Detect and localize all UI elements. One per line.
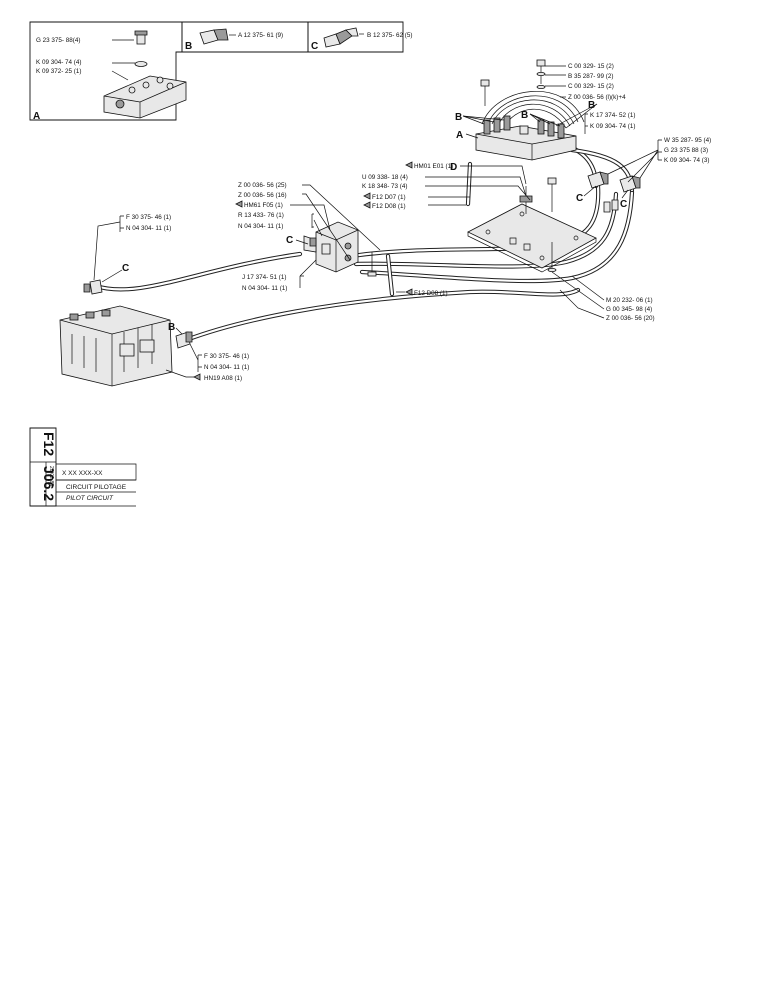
reference-code: X XX XXX-XX	[62, 470, 103, 477]
letter-markers: B A B B D C C B C C	[122, 100, 627, 333]
ref-arrow-icon	[193, 373, 201, 381]
marker-b-right: B	[588, 100, 595, 111]
callout-f12-d07: F12 D07 (1)	[372, 194, 406, 201]
title-french: CIRCUIT PILOTAGE	[66, 484, 127, 491]
callout-f12-d08-bottom: F12 D08 (1)	[414, 290, 448, 297]
callout-n-04-304-11-d: N 04 304- 11 (1)	[204, 364, 249, 371]
callout-w-35-287-95: W 35 287- 95 (4)	[664, 137, 711, 144]
inset-c-letter: C	[311, 41, 318, 52]
callout-z-00-036-56-20: Z 00 036- 56 (20)	[606, 315, 655, 322]
callout-b-35-287-99: B 35 287- 99 (2)	[568, 73, 614, 80]
callout-hm01-e01: HM01 E01 (1)	[414, 163, 453, 170]
callout-u-09-338-18: U 09 338- 18 (4)	[362, 174, 408, 181]
callout-n-04-304-11-b: N 04 304- 11 (1)	[126, 225, 171, 232]
inset-a-letter: A	[33, 111, 40, 122]
inset-a: A G 23 375- 88(4) K 09 304- 74 (4) K 09 …	[29, 21, 187, 122]
fitting-b-straight	[199, 28, 229, 45]
marker-a-left: A	[456, 130, 463, 141]
title-english: PILOT CIRCUIT	[66, 495, 114, 502]
page-code: J06.2	[41, 466, 57, 501]
right-fittings	[587, 171, 641, 213]
center-junction-block	[303, 221, 377, 277]
callout-z-00-036-56-16: Z 00 036- 56 (16)	[238, 192, 287, 199]
callout-k-09-372-25-1: K 09 372- 25 (1)	[36, 68, 82, 75]
title-block: F12 J06.2 28-02-85 X XX XXX-XX CIRCUIT P…	[29, 427, 137, 507]
ref-arrow-icon	[363, 201, 371, 209]
distributor-valve	[59, 279, 193, 387]
callout-r-13-433-76: R 13 433- 76 (1)	[238, 212, 284, 219]
manifold-block-a	[103, 75, 187, 119]
section-code: F12	[41, 432, 57, 456]
callouts: C 00 329- 15 (2) B 35 287- 99 (2) C 00 3…	[126, 63, 711, 382]
marker-d: D	[450, 162, 457, 173]
callout-hm61-f05: HM61 F05 (1)	[244, 202, 283, 209]
callout-g-23-375-88-3: G 23 375 88 (3)	[664, 147, 708, 154]
mounting-plate	[467, 177, 597, 273]
callout-b-12-375-62-5: B 12 375- 62 (5)	[367, 32, 413, 39]
revision-date: 28-02-85	[48, 466, 54, 486]
callout-hn19-a08: HN19 A08 (1)	[204, 375, 242, 382]
leader-lines	[93, 65, 662, 378]
callout-k-17-374-52: K 17 374- 52 (1)	[590, 112, 636, 119]
marker-c-valve: C	[286, 235, 293, 246]
callout-c-00-329-15-a: C 00 329- 15 (2)	[568, 63, 614, 70]
ref-arrow-icon	[405, 288, 413, 296]
marker-c-right2: C	[620, 199, 627, 210]
callout-z-00-036-56-25: Z 00 036- 56 (25)	[238, 182, 287, 189]
ref-arrow-icon	[235, 200, 243, 208]
callout-z-00-036-56-lk: Z 00 036- 56 (l)(k)+4	[568, 94, 626, 101]
ref-arrow-icon	[363, 192, 371, 200]
ref-arrow-icon	[405, 161, 413, 169]
callout-k-09-304-74-4: K 09 304- 74 (4)	[36, 59, 82, 66]
callout-c-00-329-15-b: C 00 329- 15 (2)	[568, 83, 614, 90]
inset-b-letter: B	[185, 41, 192, 52]
marker-c-right1: C	[576, 193, 583, 204]
callout-a-12-375-61-9: A 12 375- 61 (9)	[238, 32, 283, 39]
callout-k-18-348-73: K 18 348- 73 (4)	[362, 183, 408, 190]
inset-b: B A 12 375- 61 (9)	[181, 21, 309, 53]
fitting-g-a	[134, 30, 148, 45]
callout-f-30-375-46-b: F 30 375- 46 (1)	[204, 353, 249, 360]
callout-g-00-345-98: G 00 345- 98 (4)	[606, 306, 652, 313]
marker-b-left: B	[455, 112, 462, 123]
callout-n-04-304-11-a: N 04 304- 11 (1)	[238, 223, 283, 230]
pilot-valve-block	[475, 115, 577, 161]
washer-k-a	[134, 61, 148, 67]
marker-b-valve: B	[168, 322, 175, 333]
callout-f-30-375-46-a: F 30 375- 46 (1)	[126, 214, 171, 221]
marker-b-mid: B	[521, 110, 528, 121]
callout-k-09-304-74-1: K 09 304- 74 (1)	[590, 123, 636, 130]
callout-g-23-375-88-4: G 23 375- 88(4)	[36, 37, 80, 44]
callout-k-09-304-74-3: K 09 304- 74 (3)	[664, 157, 710, 164]
callout-j-17-374-51: J 17 374- 51 (1)	[242, 274, 286, 281]
inset-c: C B 12 375- 62 (5)	[307, 21, 413, 53]
fitting-c-elbow	[323, 27, 359, 48]
callout-f12-d08-top: F12 D08 (1)	[372, 203, 406, 210]
marker-c-pump: C	[122, 263, 129, 274]
bolts-top	[480, 59, 546, 106]
callout-n-04-304-11-c: N 04 304- 11 (1)	[242, 285, 287, 292]
callout-m-20-232-06: M 20 232- 06 (1)	[606, 297, 653, 304]
